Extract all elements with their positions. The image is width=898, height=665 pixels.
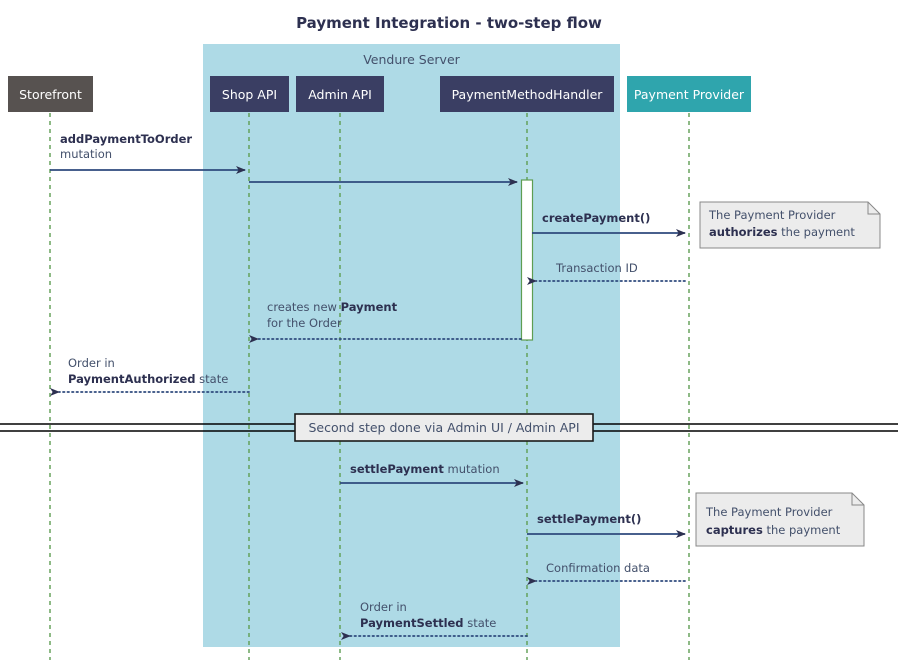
- message-order-payment-settled-line2-b: state: [464, 616, 497, 630]
- participant-storefront[interactable]: Storefront: [8, 76, 93, 112]
- message-order-payment-settled-line1: Order in: [360, 600, 407, 614]
- participant-provider-box[interactable]: [627, 76, 751, 112]
- note-captures-line1: The Payment Provider: [705, 505, 833, 519]
- note-authorizes-body: [699, 201, 881, 249]
- divider-label: Second step done via Admin UI / Admin AP…: [308, 420, 579, 435]
- message-settle-payment-mutation: settlePayment mutation: [340, 462, 524, 487]
- message-creates-new-payment: creates new Payment for the Order: [249, 300, 522, 343]
- message-settle-payment-mutation-label-a: settlePayment: [350, 462, 444, 476]
- note-authorizes-line2-bold: authorizes: [709, 225, 778, 239]
- message-create-payment-label: createPayment(): [542, 211, 650, 225]
- message-creates-new-payment-line1-b: Payment: [341, 300, 398, 314]
- participant-handler-label: PaymentMethodHandler: [452, 87, 604, 102]
- note-captures: The Payment Provider captures the paymen…: [695, 492, 865, 547]
- message-creates-new-payment-line2: for the Order: [267, 316, 342, 330]
- message-settle-payment-mutation-label: settlePayment mutation: [350, 462, 500, 476]
- message-order-payment-authorized: Order in PaymentAuthorized state: [50, 356, 250, 396]
- note-captures-line2: captures the payment: [706, 523, 841, 537]
- note-captures-line2-rest: the payment: [763, 523, 841, 537]
- message-order-payment-settled-line2: PaymentSettled state: [360, 616, 496, 630]
- participant-provider-label: Payment Provider: [634, 87, 745, 102]
- message-settle-payment-call-label: settlePayment(): [537, 512, 641, 526]
- message-settle-payment-call: settlePayment(): [527, 512, 686, 538]
- note-authorizes-fold: [867, 202, 880, 215]
- message-order-payment-authorized-line2-b: state: [196, 372, 229, 386]
- note-captures-body: [695, 492, 865, 547]
- message-add-payment-to-order: addPaymentToOrder mutation: [50, 132, 246, 174]
- message-add-payment-to-order-label-line2: mutation: [60, 147, 112, 161]
- message-settle-payment-mutation-label-b: mutation: [444, 462, 500, 476]
- participant-handler-box[interactable]: [440, 76, 614, 112]
- note-authorizes-line2-rest: the payment: [777, 225, 855, 239]
- message-creates-new-payment-line1-a: creates new: [267, 300, 341, 314]
- participant-admin-api-label: Admin API: [308, 87, 372, 102]
- page-title: Payment Integration - two-step flow: [296, 14, 602, 32]
- message-creates-new-payment-line1: creates new Payment: [267, 300, 398, 314]
- note-captures-line2-bold: captures: [706, 523, 763, 537]
- message-order-payment-authorized-line2-a: PaymentAuthorized: [68, 372, 196, 386]
- participant-storefront-label: Storefront: [19, 87, 82, 102]
- participant-admin-api-box[interactable]: [296, 76, 384, 112]
- participant-shop-api[interactable]: Shop API: [210, 76, 289, 112]
- message-create-payment: createPayment(): [532, 211, 686, 237]
- activation-bar-handler: [520, 179, 534, 341]
- note-authorizes-line2: authorizes the payment: [709, 225, 855, 239]
- message-order-payment-settled: Order in PaymentSettled state: [341, 600, 528, 640]
- note-authorizes-line1: The Payment Provider: [708, 208, 836, 222]
- message-order-payment-authorized-line2: PaymentAuthorized state: [68, 372, 228, 386]
- divider: Second step done via Admin UI / Admin AP…: [0, 413, 898, 442]
- participant-handler[interactable]: PaymentMethodHandler: [440, 76, 614, 112]
- divider-label-box: [294, 413, 594, 442]
- group-box-label: Vendure Server: [363, 52, 460, 67]
- participant-admin-api[interactable]: Admin API: [296, 76, 384, 112]
- group-box-background: [203, 44, 620, 647]
- message-order-payment-authorized-line1: Order in: [68, 356, 115, 370]
- message-order-payment-settled-line2-a: PaymentSettled: [360, 616, 464, 630]
- note-captures-fold: [851, 493, 864, 506]
- group-box-vendure-server: Vendure Server: [203, 44, 620, 647]
- participant-storefront-box[interactable]: [8, 76, 93, 112]
- message-transaction-id: Transaction ID: [527, 261, 686, 285]
- message-confirmation-data: Confirmation data: [527, 561, 686, 585]
- message-confirmation-data-label: Confirmation data: [546, 561, 650, 575]
- participant-provider[interactable]: Payment Provider: [627, 76, 751, 112]
- participant-shop-api-label: Shop API: [222, 87, 277, 102]
- message-transaction-id-label: Transaction ID: [555, 261, 638, 275]
- note-authorizes: The Payment Provider authorizes the paym…: [699, 201, 881, 249]
- message-add-payment-to-order-label-line1: addPaymentToOrder: [60, 132, 192, 146]
- participant-shop-api-box[interactable]: [210, 76, 289, 112]
